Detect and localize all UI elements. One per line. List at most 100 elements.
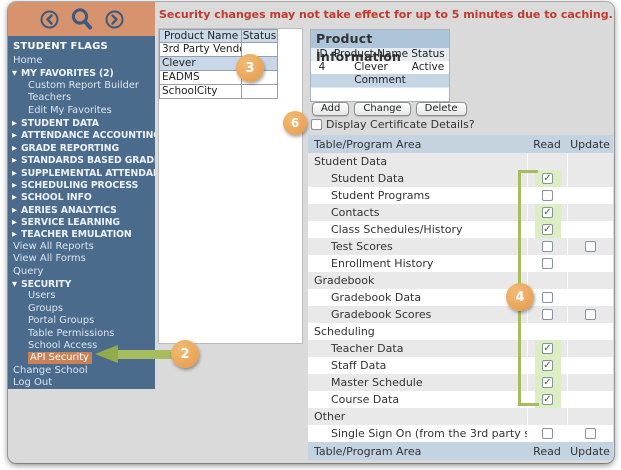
sidebar-item-standards-based-grades[interactable]: ▶STANDARDS BASED GRADES xyxy=(8,154,155,166)
read-checkbox[interactable]: ✓ xyxy=(542,376,553,388)
read-checkbox[interactable] xyxy=(542,292,553,303)
back-icon[interactable] xyxy=(40,10,59,29)
read-checkbox[interactable]: ✓ xyxy=(542,172,553,184)
sidebar-item-users[interactable]: Users xyxy=(8,290,155,302)
read-cell xyxy=(527,425,567,442)
product-information-title: Product Information xyxy=(311,30,449,64)
delete-button[interactable]: Delete xyxy=(415,102,467,116)
sidebar-item-aeries-analytics[interactable]: ▶AERIES ANALYTICS xyxy=(8,204,155,216)
green-bracket-bottom xyxy=(518,403,539,406)
sidebar-item-log-out[interactable]: Log Out xyxy=(8,377,155,389)
permission-area-label: Contacts xyxy=(331,206,380,219)
sidebar-item-groups[interactable]: Groups xyxy=(8,303,155,315)
checkbox-wrap xyxy=(535,289,561,306)
sidebar-item-teachers[interactable]: Teachers xyxy=(8,92,155,104)
area-footer-label: Table/Program Area xyxy=(314,444,422,458)
callout-step-3: 3 xyxy=(236,54,264,82)
product-information-panel: Product Information ID Product Name Stat… xyxy=(310,29,450,102)
read-checkbox[interactable]: ✓ xyxy=(542,223,553,235)
sidebar-item-query[interactable]: Query xyxy=(8,266,155,278)
sidebar-item-api-security[interactable]: API Security xyxy=(8,352,155,365)
read-cell: ✓ xyxy=(527,221,567,238)
green-arrow-tail xyxy=(118,350,176,359)
checked-highlight: ✓ xyxy=(534,391,561,408)
triangle-right-icon: ▶ xyxy=(12,143,17,152)
update-cell xyxy=(567,153,613,170)
sidebar-item-attendance-accounting[interactable]: ▶ATTENDANCE ACCOUNTING xyxy=(8,129,155,141)
sidebar-item-school-info[interactable]: ▶SCHOOL INFO xyxy=(8,191,155,203)
sidebar-item-label: AERIES ANALYTICS xyxy=(21,204,117,216)
permission-row-test-scores: Test Scores xyxy=(308,238,613,255)
sidebar-item-label: Query xyxy=(13,265,44,277)
update-checkbox[interactable] xyxy=(585,309,596,320)
permission-area-label: Other xyxy=(314,410,346,423)
comment-input[interactable] xyxy=(311,87,449,101)
update-checkbox[interactable] xyxy=(585,241,596,252)
sidebar-item-table-permissions[interactable]: Table Permissions xyxy=(8,328,155,340)
triangle-right-icon: ▶ xyxy=(12,131,17,140)
read-cell xyxy=(527,408,567,425)
sidebar-item-view-all-reports[interactable]: View All Reports xyxy=(8,241,155,253)
triangle-right-icon: ▶ xyxy=(12,168,17,177)
callout-step-6: 6 xyxy=(283,111,307,135)
update-checkbox[interactable] xyxy=(585,428,596,439)
product-name-cell: 3rd Party Vendor xyxy=(162,43,241,55)
sidebar-item-edit-my-favorites[interactable]: Edit My Favorites xyxy=(8,105,155,117)
sidebar-item-scheduling-process[interactable]: ▶SCHEDULING PROCESS xyxy=(8,179,155,191)
permission-row-master-schedule: Master Schedule✓ xyxy=(308,374,613,391)
permissions-header-row: Table/Program Area Read Update xyxy=(308,135,613,153)
read-checkbox[interactable]: ✓ xyxy=(542,206,553,218)
product-row-3rd-party-vendor[interactable]: 3rd Party Vendor xyxy=(159,43,278,57)
sidebar: STUDENT FLAGS Home▼MY FAVORITES (2)Custo… xyxy=(8,36,155,389)
triangle-right-icon: ▶ xyxy=(12,193,17,202)
checked-highlight: ✓ xyxy=(534,204,561,221)
permission-group-gradebook: Gradebook xyxy=(308,272,613,289)
sidebar-item-grade-reporting[interactable]: ▶GRADE REPORTING xyxy=(8,142,155,154)
product-row-schoolcity[interactable]: SchoolCity xyxy=(159,85,278,99)
sidebar-item-security[interactable]: ▼SECURITY xyxy=(8,278,155,290)
read-checkbox[interactable] xyxy=(542,309,553,320)
sidebar-item-my-favorites-2[interactable]: ▼MY FAVORITES (2) xyxy=(8,67,155,79)
sidebar-menu: Home▼MY FAVORITES (2)Custom Report Build… xyxy=(8,55,155,389)
update-cell xyxy=(567,391,613,408)
sidebar-item-supplemental-attendance[interactable]: ▶ SUPPLEMENTAL ATTENDANCE xyxy=(8,167,155,179)
display-certificate-checkbox[interactable] xyxy=(311,119,322,130)
sidebar-item-label: Portal Groups xyxy=(28,315,95,327)
sidebar-item-label: Table Permissions xyxy=(28,327,115,339)
read-checkbox[interactable] xyxy=(542,258,553,269)
change-button[interactable]: Change xyxy=(354,102,411,116)
read-checkbox[interactable]: ✓ xyxy=(542,359,553,371)
read-checkbox[interactable] xyxy=(542,241,553,252)
permission-area-label: Teacher Data xyxy=(331,342,404,355)
sidebar-item-home[interactable]: Home xyxy=(8,55,155,67)
add-button[interactable]: Add xyxy=(312,102,350,116)
sidebar-item-school-access[interactable]: School Access xyxy=(8,340,155,352)
read-cell xyxy=(527,272,567,289)
update-cell xyxy=(567,170,613,187)
search-icon[interactable] xyxy=(70,7,94,31)
sidebar-item-custom-report-builder[interactable]: Custom Report Builder xyxy=(8,80,155,92)
sidebar-item-change-school[interactable]: Change School xyxy=(8,365,155,377)
sidebar-item-label: Edit My Favorites xyxy=(28,104,112,116)
update-cell xyxy=(567,255,613,272)
sidebar-item-student-data[interactable]: ▶STUDENT DATA xyxy=(8,117,155,129)
update-cell xyxy=(567,425,613,442)
sidebar-item-service-learning[interactable]: ▶SERVICE LEARNING xyxy=(8,216,155,228)
sidebar-item-label: SUPPLEMENTAL ATTENDANCE xyxy=(21,167,155,179)
permission-group-scheduling: Scheduling xyxy=(308,323,613,340)
read-checkbox[interactable] xyxy=(542,428,553,439)
read-cell xyxy=(527,153,567,170)
green-bracket-top xyxy=(518,170,538,173)
permission-row-course-data: Course Data✓ xyxy=(308,391,613,408)
read-checkbox[interactable] xyxy=(542,190,553,201)
forward-icon[interactable] xyxy=(105,10,124,29)
read-checkbox[interactable]: ✓ xyxy=(542,342,553,354)
permission-area-label: Single Sign On (from the 3rd party syste… xyxy=(331,427,527,440)
sidebar-item-portal-groups[interactable]: Portal Groups xyxy=(8,315,155,327)
read-cell: ✓ xyxy=(527,204,567,221)
sidebar-item-label: STANDARDS BASED GRADES xyxy=(21,155,155,167)
read-checkbox[interactable]: ✓ xyxy=(542,393,553,405)
sidebar-item-view-all-forms[interactable]: View All Forms xyxy=(8,253,155,265)
sidebar-item-teacher-emulation[interactable]: ▶TEACHER EMULATION xyxy=(8,228,155,240)
